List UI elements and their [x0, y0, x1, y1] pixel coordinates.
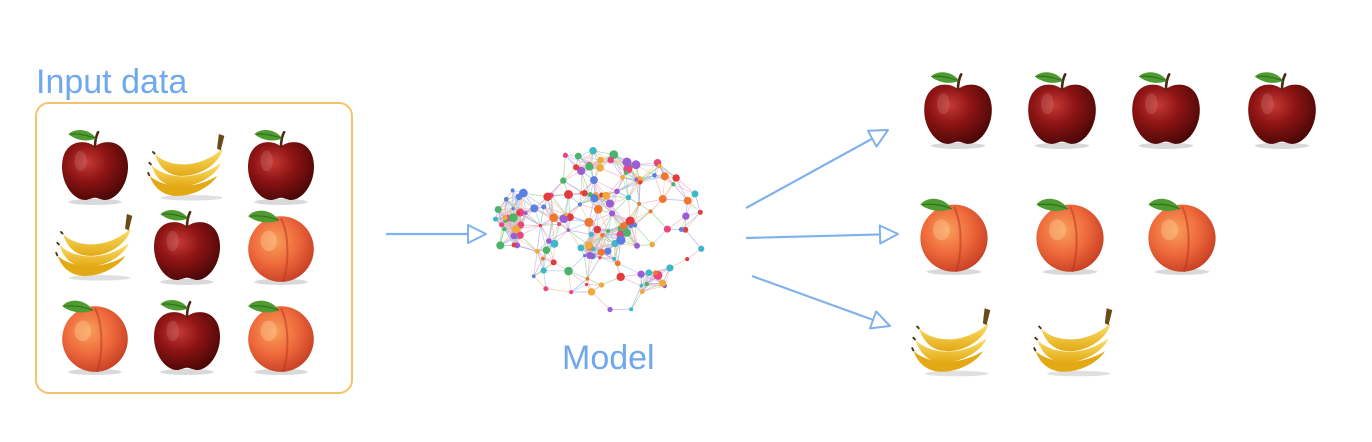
peach-icon	[247, 209, 315, 286]
banana-icon	[54, 212, 134, 282]
brain-network-icon	[493, 147, 705, 313]
arrow-layer	[386, 129, 899, 330]
output-group-banana	[910, 307, 1114, 378]
apple-icon	[922, 70, 994, 150]
input-data-label: Input data	[36, 63, 188, 101]
input-data-box	[35, 102, 353, 394]
apple-icon	[152, 298, 222, 376]
peach-icon	[1035, 197, 1105, 276]
banana-icon	[1032, 307, 1114, 378]
peach-icon	[247, 299, 315, 376]
apple-icon	[1026, 70, 1098, 150]
input-to-model-arrow	[386, 224, 487, 244]
peach-icon	[61, 299, 129, 376]
apple-icon	[246, 128, 316, 206]
model-to-peaches-arrow	[745, 224, 899, 245]
banana-icon	[146, 132, 226, 202]
apple-icon	[152, 208, 222, 286]
model-to-bananas-arrow	[751, 274, 891, 330]
input-fruit-grid	[54, 128, 316, 376]
peach-icon	[1147, 197, 1217, 276]
banana-icon	[910, 307, 992, 378]
model-to-apples-arrow	[745, 129, 889, 209]
peach-icon	[919, 197, 989, 276]
output-group-apple	[922, 70, 1318, 150]
model-label: Model	[562, 339, 655, 377]
apple-icon	[1246, 70, 1318, 150]
apple-icon	[60, 128, 130, 206]
apple-icon	[1130, 70, 1202, 150]
output-group-peach	[919, 197, 1217, 276]
